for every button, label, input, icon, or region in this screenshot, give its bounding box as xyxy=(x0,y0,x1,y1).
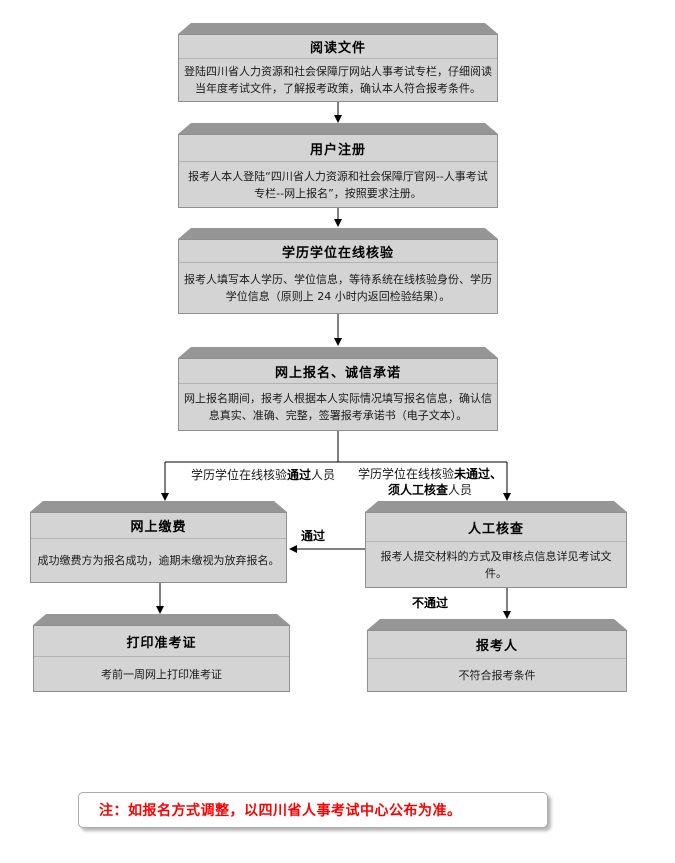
flow-step-user-register: 用户注册 报考人本人登陆“四川省人力资源和社会保障厅官网--人事考试专栏--网上… xyxy=(178,123,498,208)
note-box: 注：如报名方式调整，以四川省人事考试中心公布为准。 xyxy=(78,792,548,828)
box-top-face xyxy=(178,347,498,358)
flow-step-online-verify: 学历学位在线核验 报考人填写本人学历、学位信息，等待系统在线核验身份、学历学位信… xyxy=(178,228,498,314)
step-description: 登陆四川省人力资源和社会保障厅网站人事考试专栏，仔细阅读当年度考试文件，了解报考… xyxy=(184,65,492,95)
step-description: 报考人本人登陆“四川省人力资源和社会保障厅官网--人事考试专栏--网上报名”，按… xyxy=(188,169,488,200)
note-text: 注：如报名方式调整，以四川省人事考试中心公布为准。 xyxy=(99,803,462,819)
step-title: 用户注册 xyxy=(179,135,497,162)
edge-label-fail: 不通过 xyxy=(412,596,449,610)
flow-step-read-document: 阅读文件 登陆四川省人力资源和社会保障厅网站人事考试专栏，仔细阅读当年度考试文件… xyxy=(178,23,498,102)
flow-step-manual-check: 人工核查 报考人提交材料的方式及审核点信息详见考试文件。 xyxy=(365,501,627,588)
box-top-face xyxy=(178,123,498,134)
box-top-face xyxy=(365,501,627,512)
step-title: 报考人 xyxy=(368,631,626,659)
step-description: 报考人提交材料的方式及审核点信息详见考试文件。 xyxy=(380,549,612,580)
flow-step-online-pay: 网上缴费 成功缴费方为报名成功，逾期未缴视为放弃报名。 xyxy=(30,501,287,583)
step-description: 不符合报考条件 xyxy=(458,668,536,682)
flow-step-print-ticket: 打印准考证 考前一周网上打印准考证 xyxy=(33,614,290,692)
flow-step-online-apply: 网上报名、诚信承诺 网上报名期间，报考人根据本人实际情况填写报名信息，确认信息真… xyxy=(178,347,498,431)
box-top-face xyxy=(367,619,627,630)
step-title: 学历学位在线核验 xyxy=(179,240,497,263)
box-top-face xyxy=(178,23,498,34)
step-description: 考前一周网上打印准考证 xyxy=(101,667,222,681)
box-top-face xyxy=(178,228,498,239)
edge-label-pass: 通过 xyxy=(301,529,326,543)
step-title: 网上报名、诚信承诺 xyxy=(179,359,497,384)
step-title: 人工核查 xyxy=(366,513,626,542)
step-description: 报考人填写本人学历、学位信息，等待系统在线核验身份、学历学位信息（原则上 24 … xyxy=(184,273,492,303)
step-description: 成功缴费方为报名成功，逾期未缴视为放弃报名。 xyxy=(37,554,280,567)
step-title: 网上缴费 xyxy=(31,513,286,539)
step-title: 阅读文件 xyxy=(179,35,497,59)
branch-label-verify-failed: 学历学位在线核验未通过、 须人工核查人员 xyxy=(357,467,503,497)
branch-label-verify-passed: 学历学位在线核验通过人员 xyxy=(190,468,336,482)
flow-step-applicant: 报考人 不符合报考条件 xyxy=(367,619,627,692)
step-description: 网上报名期间，报考人根据本人实际情况填写报名信息，确认信息真实、准确、完整，签署… xyxy=(184,392,492,422)
box-top-face xyxy=(30,501,287,512)
box-top-face xyxy=(33,614,290,625)
step-title: 打印准考证 xyxy=(34,626,289,657)
